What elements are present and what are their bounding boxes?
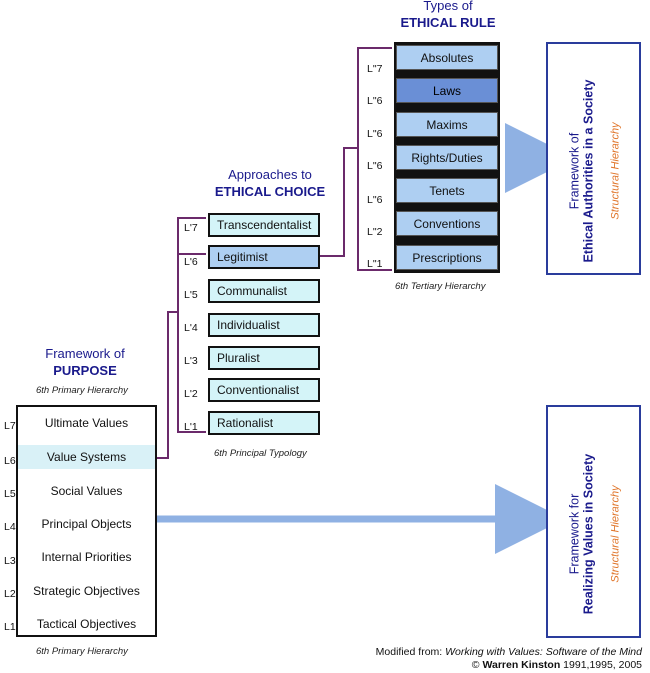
rule-item: Absolutes [396, 45, 498, 70]
rule-item: Prescriptions [396, 245, 498, 270]
rule-item: Tenets [396, 178, 498, 203]
purpose-level: L1 [4, 621, 16, 633]
purpose-level: L6 [4, 455, 16, 467]
purpose-level: L2 [4, 588, 16, 600]
framework-top-line3: Structural Hierarchy [609, 122, 622, 220]
choice-caption: 6th Principal Typology [214, 448, 307, 459]
purpose-level: L3 [4, 555, 16, 567]
purpose-caption-bottom: 6th Primary Hierarchy [36, 646, 128, 657]
choice-to-rule-connector [320, 147, 358, 257]
purpose-item: Ultimate Values [44, 416, 129, 430]
choice-item: Rationalist [208, 411, 320, 435]
purpose-item-selected: Value Systems [18, 445, 155, 469]
choice-level: L'6 [184, 256, 198, 268]
rule-item: Maxims [396, 112, 498, 137]
credit-line2: © Warren Kinston 1991,1995, 2005 [472, 659, 642, 671]
framework-ethical-authorities-text: Framework of Ethical Authorities in a So… [568, 55, 622, 288]
rule-item: Conventions [396, 211, 498, 236]
framework-bottom-line3: Structural Hierarchy [609, 485, 622, 583]
purpose-item: Strategic Objectives [33, 584, 140, 598]
choice-title-line1: Approaches to [228, 167, 312, 182]
credit-prefix: Modified from: [375, 646, 446, 658]
purpose-level: L4 [4, 521, 16, 533]
choice-item: Conventionalist [208, 378, 320, 402]
rule-caption: 6th Tertiary Hierarchy [395, 281, 486, 292]
choice-item-selected: Legitimist [208, 245, 320, 269]
choice-item: Communalist [208, 279, 320, 303]
choice-level: L'3 [184, 355, 198, 367]
rule-bracket [357, 47, 392, 271]
purpose-item: Internal Priorities [41, 550, 132, 564]
rule-level: L"6 [367, 160, 383, 172]
rule-level: L"2 [367, 226, 383, 238]
purpose-box: Ultimate Values Value Systems Social Val… [16, 405, 157, 637]
choice-level: L'7 [184, 222, 198, 234]
framework-realizing-values-box: Framework for Realizing Values in Societ… [546, 405, 641, 638]
rule-level: L"6 [367, 95, 383, 107]
choice-level: L'2 [184, 388, 198, 400]
rule-level: L"1 [367, 258, 383, 270]
rule-level: L"6 [367, 194, 383, 206]
framework-top-line2: Ethical Authorities in a Society [581, 79, 596, 263]
purpose-item: Tactical Objectives [36, 617, 137, 631]
rule-item: Rights/Duties [396, 145, 498, 170]
purpose-caption-top: 6th Primary Hierarchy [36, 385, 128, 396]
choice-item: Individualist [208, 313, 320, 337]
choice-item: Transcendentalist [208, 213, 320, 237]
credit-work: Working with Values: Software of the Min… [445, 646, 642, 658]
choice-bracket [177, 217, 206, 433]
credit-author: Warren Kinston [482, 659, 561, 671]
choice-level: L'4 [184, 322, 198, 334]
credit-line1: Modified from: Working with Values: Soft… [376, 646, 642, 658]
purpose-item: Principal Objects [41, 517, 132, 531]
rule-item-selected: Laws [396, 78, 498, 103]
credit-years: 1991,1995, 2005 [563, 659, 642, 671]
framework-bottom-line1: Framework for [567, 493, 582, 575]
framework-top-line1: Framework of [567, 132, 582, 210]
choice-level: L'5 [184, 289, 198, 301]
choice-level: L'1 [184, 421, 198, 433]
framework-realizing-values-text: Framework for Realizing Values in Societ… [568, 418, 622, 651]
credit-copyright: © [471, 659, 480, 671]
purpose-item: Social Values [50, 484, 123, 498]
framework-bottom-line2: Realizing Values in Society [581, 453, 596, 615]
rule-level: L"6 [367, 128, 383, 140]
rule-title-line1: Types of [423, 0, 473, 13]
choice-title-line2: ETHICAL CHOICE [214, 184, 326, 199]
rule-title-line2: ETHICAL RULE [400, 15, 496, 30]
rule-level: L"7 [367, 63, 383, 75]
purpose-level: L5 [4, 488, 16, 500]
purpose-title-line1: Framework of [45, 346, 125, 361]
framework-ethical-authorities-box: Framework of Ethical Authorities in a So… [546, 42, 641, 275]
purpose-title-line2: PURPOSE [53, 363, 117, 378]
choice-item: Pluralist [208, 346, 320, 370]
choice-branch-lines [178, 290, 206, 395]
purpose-level: L7 [4, 420, 16, 432]
